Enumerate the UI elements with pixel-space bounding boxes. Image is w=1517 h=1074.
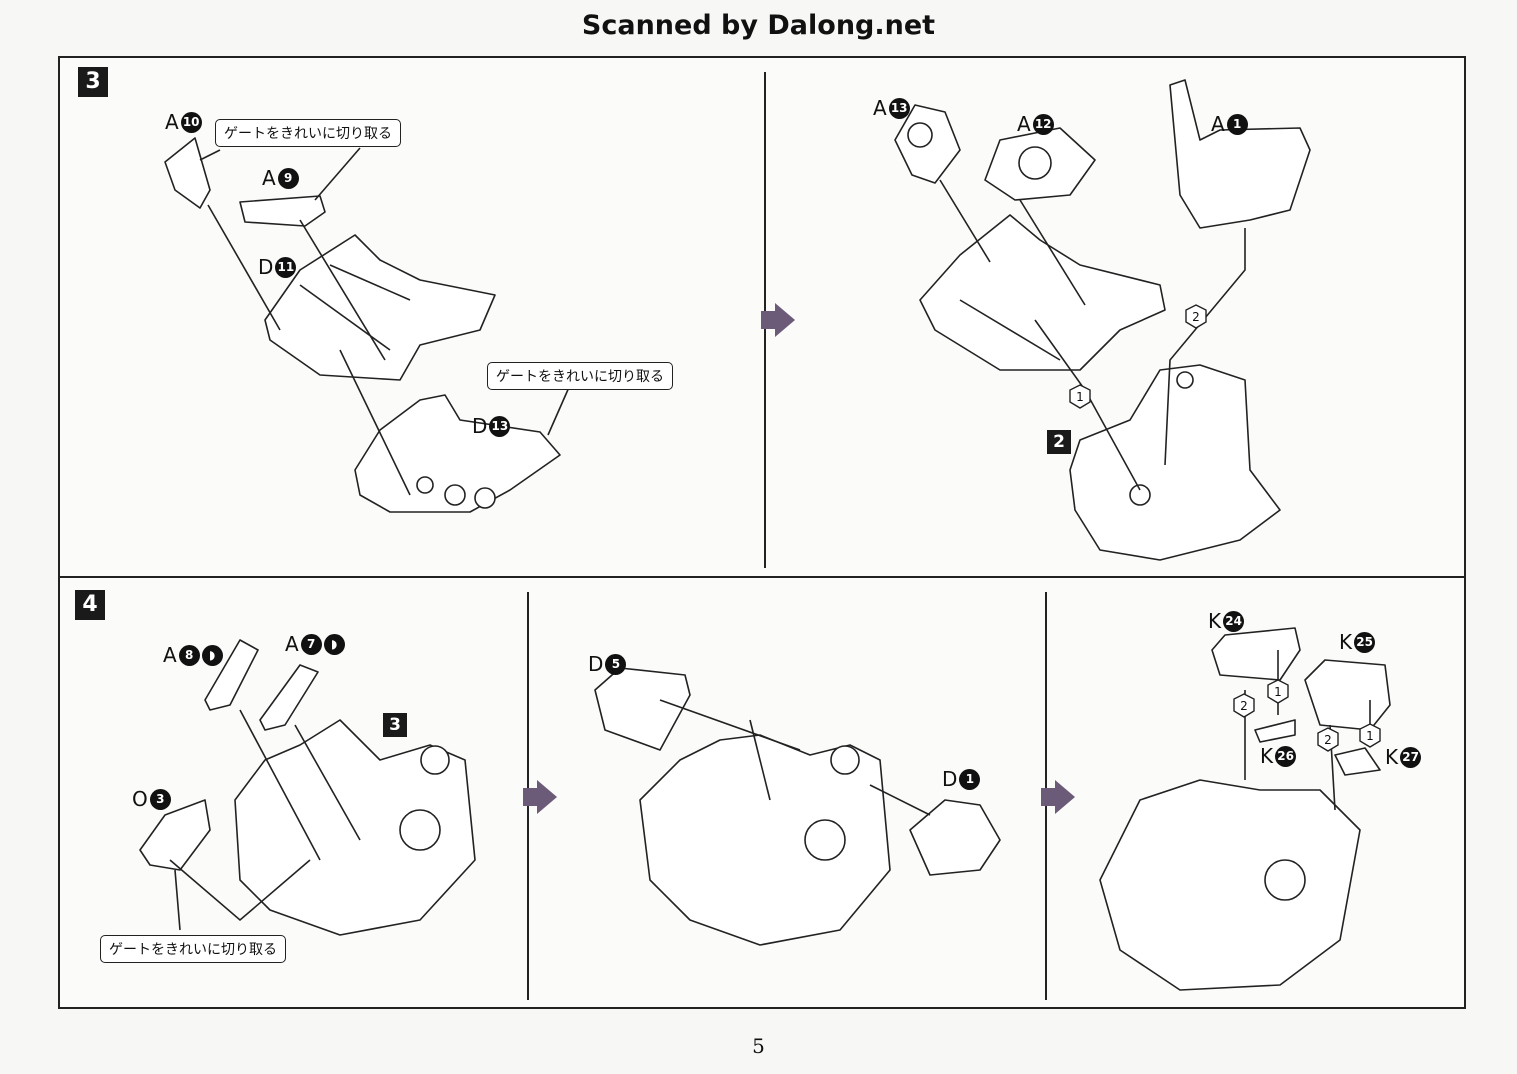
part-number: 26	[1275, 745, 1297, 767]
part-number: 13	[888, 97, 910, 119]
part-label: K 25	[1339, 630, 1376, 654]
part-label: A 13	[873, 96, 910, 120]
part-label: A 8 ◗	[163, 643, 223, 667]
part-number: 11	[275, 256, 297, 278]
part-label: D 1	[942, 767, 981, 791]
order-mark-text: 1	[1366, 729, 1374, 743]
part-variant-icon: ◗	[323, 633, 345, 655]
step-number: 4	[75, 590, 105, 620]
part-letter: A	[262, 166, 276, 190]
order-mark-text: 1	[1274, 685, 1282, 699]
sub-step-marker: 2	[1047, 430, 1071, 454]
part-number: 1	[959, 768, 981, 790]
part-number: 8	[178, 644, 200, 666]
part-label: A 1	[1211, 112, 1248, 136]
part-letter: A	[1211, 112, 1225, 136]
part-label: O 3	[132, 787, 171, 811]
part-number: 24	[1223, 610, 1245, 632]
part-letter: D	[942, 767, 958, 791]
order-mark-text: 2	[1240, 699, 1248, 713]
part-variant-icon: ◗	[201, 644, 223, 666]
part-label: A 12	[1017, 112, 1054, 136]
part-number: 12	[1032, 113, 1054, 135]
gate-cut-note: ゲートをきれいに切り取る	[100, 935, 286, 963]
part-letter: D	[472, 414, 488, 438]
part-number: 5	[605, 653, 627, 675]
part-label: A 7 ◗	[285, 632, 345, 656]
part-letter: O	[132, 787, 148, 811]
part-letter: A	[873, 96, 887, 120]
part-letter: K	[1339, 630, 1353, 654]
order-mark-text: 2	[1192, 310, 1200, 324]
gate-cut-note: ゲートをきれいに切り取る	[215, 119, 401, 147]
part-label: K 26	[1260, 744, 1297, 768]
step-divider	[58, 576, 1466, 578]
gate-cut-note: ゲートをきれいに切り取る	[487, 362, 673, 390]
part-number: 13	[489, 415, 511, 437]
part-letter: A	[165, 110, 179, 134]
page-number: 5	[752, 1034, 765, 1058]
part-number: 7	[300, 633, 322, 655]
part-number: 25	[1354, 631, 1376, 653]
part-label: A 10	[165, 110, 202, 134]
part-label: K 24	[1208, 609, 1245, 633]
part-number: 1	[1226, 113, 1248, 135]
part-letter: D	[588, 652, 604, 676]
part-label: D 5	[588, 652, 627, 676]
sub-step-marker: 3	[383, 713, 407, 737]
part-letter: A	[163, 643, 177, 667]
part-letter: K	[1385, 745, 1399, 769]
step-number: 3	[78, 67, 108, 97]
part-number: 9	[277, 167, 299, 189]
part-letter: K	[1208, 609, 1222, 633]
next-arrow-icon	[1041, 780, 1075, 814]
next-arrow-icon	[761, 303, 795, 337]
part-label: D 13	[472, 414, 511, 438]
part-number: 3	[149, 788, 171, 810]
part-label: K 27	[1385, 745, 1422, 769]
part-number: 27	[1400, 746, 1422, 768]
order-mark-text: 2	[1324, 733, 1332, 747]
part-letter: K	[1260, 744, 1274, 768]
page-header: Scanned by Dalong.net	[581, 10, 936, 41]
part-label: D 11	[258, 255, 297, 279]
part-label: A 9	[262, 166, 299, 190]
part-number: 10	[180, 111, 202, 133]
part-letter: D	[258, 255, 274, 279]
part-letter: A	[285, 632, 299, 656]
part-letter: A	[1017, 112, 1031, 136]
order-mark-text: 1	[1076, 390, 1084, 404]
next-arrow-icon	[523, 780, 557, 814]
